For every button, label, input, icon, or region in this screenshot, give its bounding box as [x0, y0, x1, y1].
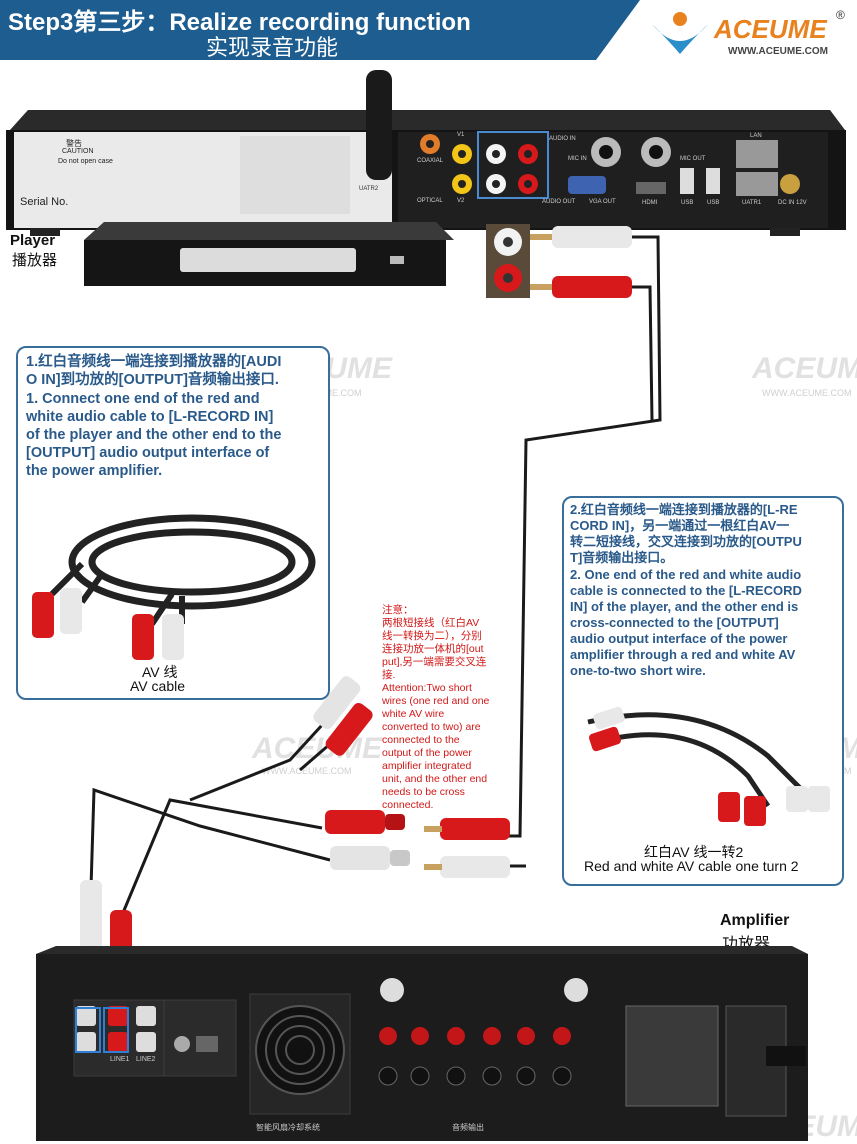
callout2-en-line6: amplifier through a red and white AV: [570, 647, 796, 662]
port-mic-in-label: MIC IN: [568, 156, 587, 162]
note-zh-line6: 接.: [382, 669, 396, 681]
callout2-en-line1: 2. One end of the red and white audio: [570, 567, 802, 582]
note-zh-line5: put],另一端需要交叉连: [382, 656, 487, 668]
port-v1-label: V1: [457, 132, 465, 138]
port-dc-label: DC IN 12V: [778, 200, 807, 206]
note-en-line10: connected.: [382, 799, 434, 811]
note-en-line8: unit, and the other end: [382, 773, 488, 785]
port-optical-label: OPTICAL: [417, 198, 443, 204]
step-title: Step3第三步：Realize recording function: [8, 9, 471, 36]
note-en-line6: output of the power: [382, 747, 472, 759]
callout2-en-line5: audio output interface of the power: [570, 631, 788, 646]
rca-jack-inset: [486, 224, 530, 298]
logo-figure-icon: [652, 12, 708, 54]
warning-title: 警告: [66, 139, 82, 148]
callout2-en-line4: cross-connected to the [OUTPUT]: [570, 615, 779, 630]
port-mic-out-label: MIC OUT: [680, 156, 706, 162]
port-uatr2-label: UATR2: [359, 186, 379, 192]
amp-line2-label: LINE2: [136, 1056, 156, 1063]
watermark-url: WWW.ACEUME.COM: [262, 766, 352, 776]
av-cable-image: [32, 514, 316, 660]
brand-logo: ACEUME: [714, 14, 827, 44]
callout1-zh-line1: 1.红白音频线一端连接到播放器的[AUDI: [26, 354, 282, 370]
amp-fan-label: 智能风扇冷却系统: [256, 1123, 320, 1132]
note-en-line3: white AV wire: [382, 708, 445, 720]
note-en-line9: needs to be cross: [382, 786, 465, 798]
note-en-line2: wires (one red and one: [382, 695, 490, 707]
serial-label: Serial No.: [20, 196, 69, 208]
port-v2-label: V2: [457, 198, 465, 204]
player-rear-panel: [6, 70, 846, 236]
player-white-plug: [530, 226, 632, 248]
port-lan-label: LAN: [750, 133, 762, 139]
callout2-zh-line1: 2.红白音频线一端连接到播放器的[L-RE: [570, 502, 798, 517]
header: Step3第三步：Realize recording function 实现录音…: [0, 0, 857, 62]
attention-note: 注意： 两根短接线（红白AV 线一转换为二），分别 连接功放一体机的[out p…: [382, 604, 518, 812]
callout1-en-line2: white audio cable to [L-RECORD IN]: [26, 409, 274, 425]
callout2-en-line7: one-to-two short wire.: [570, 663, 706, 678]
registered-mark: ®: [836, 8, 845, 22]
instruction-callout-2: 2.红白音频线一端连接到播放器的[L-RE CORD IN]，另一端通过一根红白…: [562, 496, 844, 886]
port-uatr1-label: UATR1: [742, 200, 762, 206]
player-red-plug: [530, 276, 632, 298]
note-zh-line1: 注意：: [382, 604, 414, 616]
warning-en: CAUTION: [62, 148, 94, 155]
port-hdmi-label: HDMI: [642, 200, 658, 206]
step-subtitle: 实现录音功能: [206, 35, 339, 60]
instruction-callout-1: 1.红白音频线一端连接到播放器的[AUDI O IN]到功放的[OUTPUT]音…: [16, 346, 330, 700]
callout1-caption-zh: AV 线: [142, 664, 178, 680]
port-usb1-label: USB: [681, 200, 694, 206]
title-banner: [0, 0, 640, 60]
callout2-caption-zh: 红白AV 线一转2: [644, 844, 744, 860]
callout1-en-line1: 1. Connect one end of the red and: [26, 391, 260, 407]
watermark: ACEUME: [752, 352, 857, 385]
player-label-en: Player: [10, 232, 56, 249]
note-en-line4: converted to two) are: [382, 721, 481, 733]
note-zh-line3: 线一转换为二），分别: [382, 630, 482, 642]
note-en-line7: amplifier integrated: [382, 760, 472, 772]
y-cable-image: [587, 706, 830, 826]
callout2-zh-line3: 转二短接线，交叉连接到功放的[OUTPU: [570, 534, 802, 549]
callout2-en-line3: IN] of the player, and the other end is: [570, 599, 799, 614]
player-label-zh: 播放器: [12, 252, 58, 269]
callout1-en-line3: of the player and the other end to the: [26, 427, 282, 443]
note-zh-line2: 两根短接线（红白AV: [382, 617, 480, 629]
callout1-zh-line2: O IN]到功放的[OUTPUT]音频输出接口.: [26, 372, 279, 388]
callout2-zh-line4: T]音频输出接口。: [570, 550, 674, 565]
callout1-caption-en: AV cable: [130, 678, 185, 694]
callout2-en-line2: cable is connected to the [L-RECORD: [570, 583, 802, 598]
port-coaxial-label: COAXIAL: [417, 158, 444, 164]
callout2-caption-en: Red and white AV cable one turn 2: [584, 858, 799, 874]
note-en-line1: Attention:Two short: [382, 682, 472, 694]
note-zh-line4: 连接功放一体机的[out: [382, 643, 484, 655]
port-audio-out-label: AUDIO OUT: [542, 199, 576, 205]
port-vga-label: VGA OUT: [589, 199, 616, 205]
watermark-url: WWW.ACEUME.COM: [762, 388, 852, 398]
watermark: ACEUME: [252, 732, 383, 765]
note-en-line5: connected to the: [382, 734, 460, 746]
amplifier-rear-panel: [36, 946, 808, 1141]
warning-body: Do not open case: [58, 158, 113, 165]
player-front-image: [84, 222, 454, 286]
port-usb2-label: USB: [707, 200, 720, 206]
callout2-zh-line2: CORD IN]，另一端通过一根红白AV一: [570, 518, 790, 533]
amp-speaker-label: 音频输出: [452, 1123, 484, 1132]
callout1-en-line5: the power amplifier.: [26, 463, 163, 479]
logo-url: WWW.ACEUME.COM: [728, 46, 828, 57]
amp-line1-label: LINE1: [110, 1056, 130, 1063]
callout1-en-line4: [OUTPUT] audio output interface of: [26, 445, 270, 461]
amplifier-label-en: Amplifier: [720, 912, 790, 929]
port-audio-in-label: AUDIO IN: [549, 136, 576, 142]
